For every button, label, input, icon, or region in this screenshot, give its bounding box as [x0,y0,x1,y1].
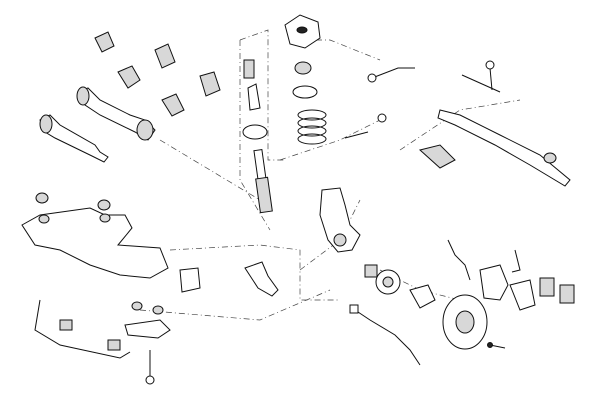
tie-rods [344,60,501,139]
control-arm-lower [124,301,171,339]
shock-absorber [253,149,273,214]
strut-mount [284,14,321,49]
steering-knuckle [319,187,361,253]
drive-shaft-left [39,114,109,163]
cv-boots [94,31,221,117]
control-arm-front [179,261,279,297]
steering-rack [418,109,571,187]
coil-spring [297,109,327,145]
subframe [21,192,169,279]
brake-pads [539,277,575,304]
bump-stop [242,59,318,140]
brake-disc [442,294,488,350]
brake-caliper [479,264,536,311]
brake-hose [447,239,521,281]
abs-sensor [349,304,421,366]
wheel-hub [364,264,401,295]
stabilizer-bar [34,299,155,385]
brake-shield [409,284,436,309]
bolt [487,342,506,349]
drive-shaft-right [76,86,156,141]
